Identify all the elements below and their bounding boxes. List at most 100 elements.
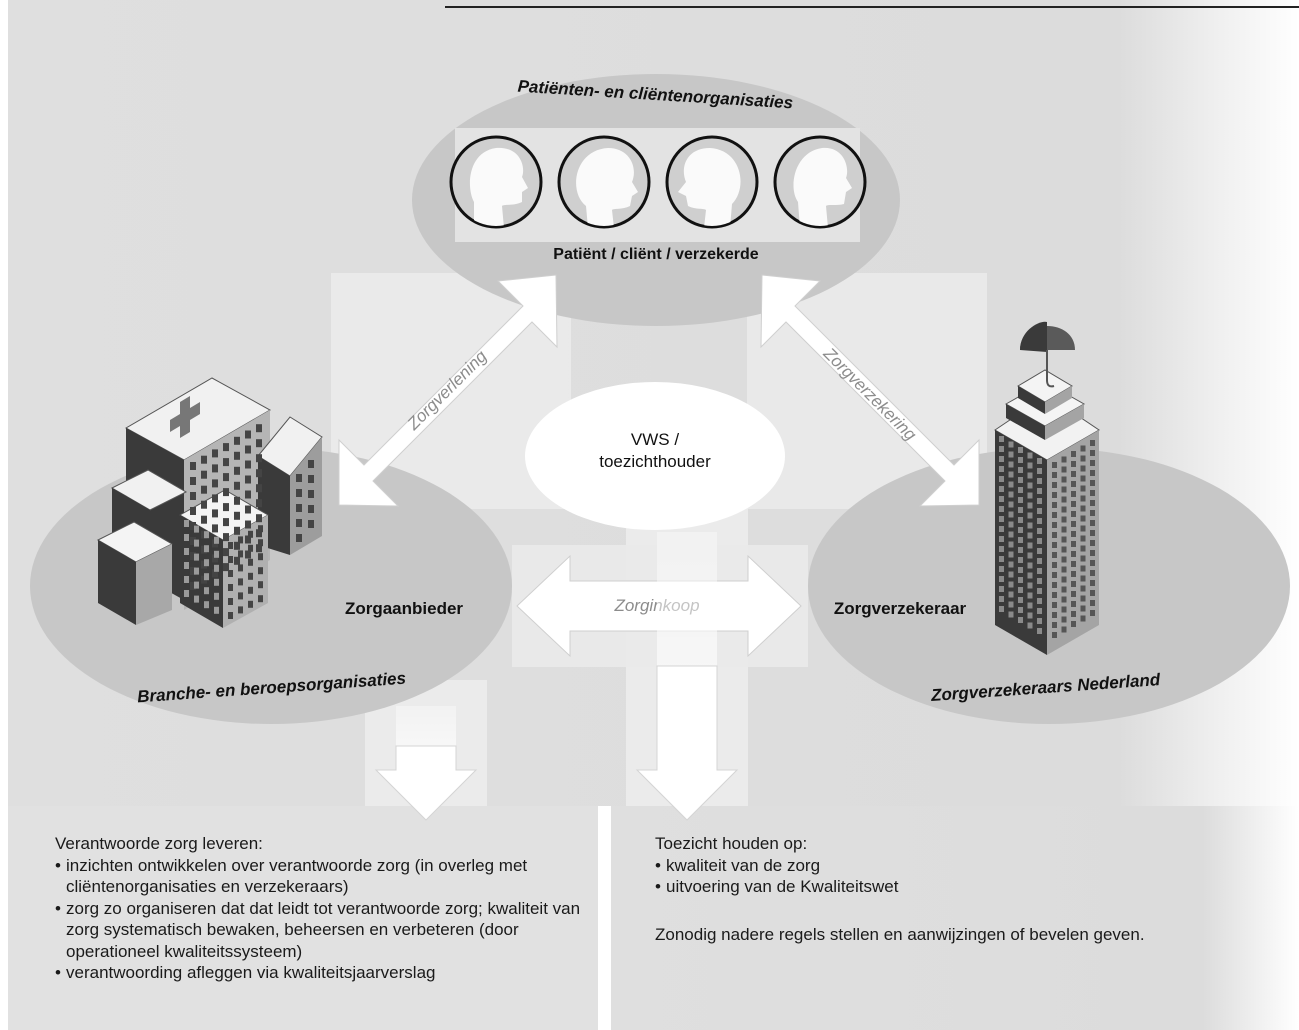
tower-window — [1008, 491, 1014, 498]
hospital-window — [248, 530, 253, 538]
tower-window — [1027, 572, 1033, 579]
hospital-window — [194, 581, 199, 589]
tower-window — [1071, 521, 1076, 527]
tower-window — [999, 566, 1004, 572]
hospital-window — [238, 536, 243, 544]
tower-window — [1061, 566, 1067, 573]
tower-window — [1008, 461, 1014, 468]
tower-window — [1052, 492, 1057, 498]
hospital-window — [204, 531, 209, 539]
hospital-window — [245, 505, 251, 514]
hospital-window — [234, 451, 240, 460]
tower-window — [1027, 592, 1033, 599]
hospital-window — [238, 564, 243, 572]
tower-window — [1027, 502, 1033, 509]
hospital-window — [258, 567, 263, 575]
hospital-window — [234, 511, 240, 520]
tower-window — [1008, 581, 1014, 588]
tower-window — [1027, 462, 1033, 469]
tower-window — [1018, 537, 1023, 543]
tower-window — [1037, 468, 1042, 474]
tower-window — [1061, 576, 1067, 583]
tower-window — [1027, 562, 1033, 569]
tower-window — [1052, 582, 1057, 588]
tower-window — [1008, 551, 1014, 558]
hospital-window — [248, 558, 253, 566]
hospital-window — [212, 479, 218, 488]
tower-window — [1071, 461, 1076, 467]
hospital-window — [214, 536, 219, 544]
tower-window — [1018, 467, 1023, 473]
hospital-window — [245, 520, 251, 529]
hospital-window — [212, 554, 218, 563]
hospital-window — [190, 582, 196, 590]
tower-window — [1018, 607, 1023, 613]
tower-window — [1018, 577, 1023, 583]
tower-window — [999, 496, 1004, 502]
left-panel: Verantwoorde zorg leveren: inzichten ont… — [55, 833, 585, 984]
hospital-window — [190, 537, 196, 545]
tower-window — [1008, 601, 1014, 608]
hospital-window — [204, 587, 209, 595]
hospital-window — [223, 488, 229, 497]
hospital-window — [228, 542, 233, 549]
zorgverzekering-arrow — [760, 274, 980, 507]
tower-window — [1037, 608, 1042, 614]
hospital-window — [190, 552, 196, 560]
tower-window — [1090, 530, 1095, 536]
zorgverlening-arrow — [338, 274, 558, 507]
tower-window — [1090, 510, 1095, 516]
hospital-window — [258, 539, 263, 547]
insurer-tower-icon — [994, 369, 1100, 655]
tower-window — [999, 486, 1004, 492]
tower-window — [1037, 598, 1042, 604]
tower-window — [999, 556, 1004, 562]
tower-window — [1052, 542, 1057, 548]
provider-label: Zorgaanbieder — [345, 599, 463, 618]
tower-window — [1008, 561, 1014, 568]
tower-window — [1071, 451, 1076, 457]
tower-window — [1080, 445, 1086, 452]
hospital-window — [214, 578, 219, 586]
tower-window — [1052, 512, 1057, 518]
tower-window — [1080, 485, 1086, 492]
right-panel-note: Zonodig nadere regels stellen en aanwijz… — [655, 924, 1145, 944]
tower-window — [1008, 591, 1014, 598]
tower-window — [1071, 491, 1076, 497]
hospital-window — [238, 592, 243, 600]
tower-window — [999, 546, 1004, 552]
tower-window — [1008, 441, 1014, 448]
hospital-window — [194, 525, 199, 533]
hospital-window — [238, 606, 243, 614]
tower-window — [1061, 546, 1067, 553]
hospital-window — [308, 505, 314, 513]
tower-window — [1008, 611, 1014, 618]
tower-window — [1061, 506, 1067, 513]
tower-window — [1071, 511, 1076, 517]
hospital-window — [234, 541, 240, 550]
tower-window — [1071, 481, 1076, 487]
tower-window — [1018, 617, 1023, 623]
tower-window — [1008, 541, 1014, 548]
tower-window — [1018, 507, 1023, 513]
tower-window — [1037, 508, 1042, 514]
hospital-window — [184, 576, 189, 583]
tower-window — [1018, 517, 1023, 523]
tower-window — [1080, 605, 1086, 612]
list-item: verantwoording afleggen via kwaliteitsja… — [55, 962, 585, 984]
tower-window — [1061, 456, 1067, 463]
tower-window — [1052, 632, 1057, 638]
hospital-window — [214, 606, 219, 614]
hospital-window — [212, 464, 218, 473]
tower-window — [1090, 610, 1095, 616]
hospital-window — [212, 494, 218, 503]
hospital-window — [258, 581, 263, 589]
list-item: zorg zo organiseren dat dat leidt tot ve… — [55, 898, 585, 963]
tower-window — [1052, 602, 1057, 608]
hospital-window — [296, 489, 302, 497]
hospital-window — [201, 515, 207, 524]
hospital-window — [201, 500, 207, 509]
insurer-label: Zorgverzekeraar — [834, 599, 967, 618]
tower-window — [1071, 601, 1076, 607]
tower-window — [1008, 521, 1014, 528]
